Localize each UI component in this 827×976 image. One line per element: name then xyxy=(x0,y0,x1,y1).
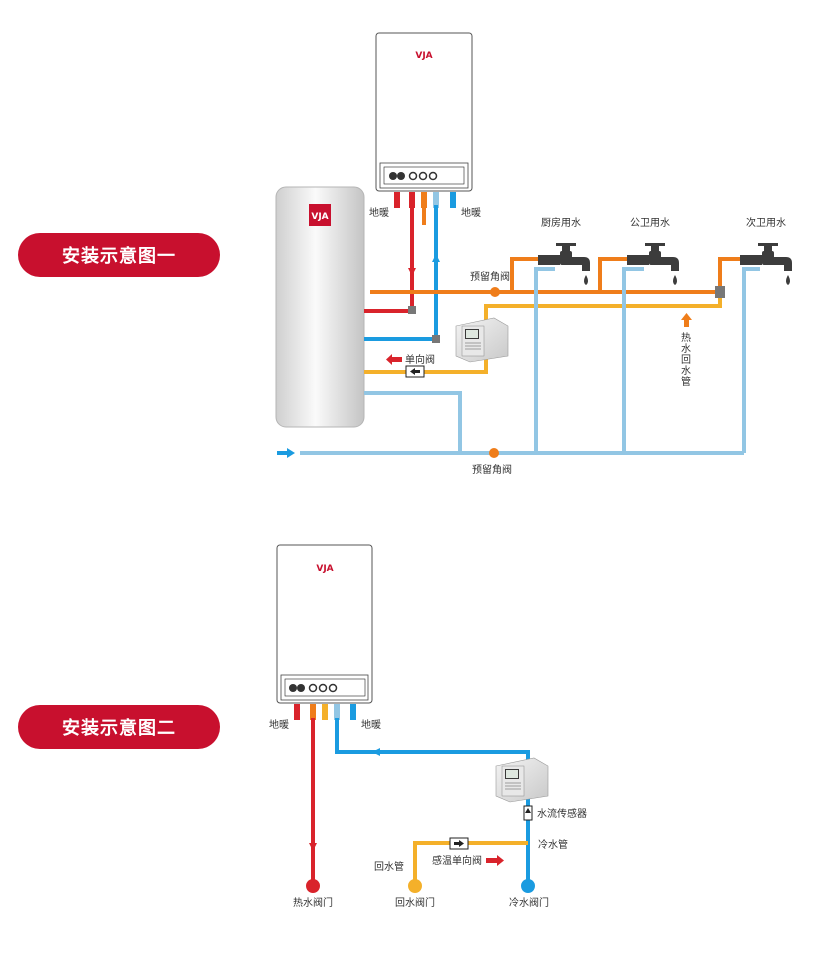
flow-sensor-label: 水流传感器 xyxy=(537,807,587,820)
cold-water-valve xyxy=(521,879,535,893)
second-bath-tap xyxy=(740,243,792,285)
angle-valve-top xyxy=(490,287,500,297)
floor-heating-label-right-1: 地暖 xyxy=(461,206,481,219)
diagram1-heading: 安装示意图一 xyxy=(18,233,220,277)
cold-water-valve-label: 冷水阀门 xyxy=(509,896,549,909)
public-bath-tap xyxy=(627,243,679,285)
tank-logo: VJA xyxy=(311,212,328,222)
boiler-unit-1 xyxy=(375,32,473,192)
hot-water-valve xyxy=(306,879,320,893)
angle-valve-label-bottom: 预留角阀 xyxy=(472,463,512,476)
circulation-controller-2 xyxy=(495,757,549,803)
return-pipe-label-2: 水 xyxy=(681,343,691,355)
boiler-logo-2: VJA xyxy=(316,564,333,574)
cold-pipe-label: 冷水管 xyxy=(538,838,568,851)
second-bath-label: 次卫用水 xyxy=(746,216,786,229)
diagram2-heading: 安装示意图二 xyxy=(18,705,220,749)
return-water-pipe-2 xyxy=(413,841,528,882)
boiler-unit-2 xyxy=(276,544,373,704)
water-tank xyxy=(275,186,365,428)
boiler-logo-1: VJA xyxy=(415,51,432,61)
return-pipe-label-3: 回 xyxy=(681,354,691,366)
return-pipe-label-1: 热 xyxy=(681,331,691,344)
check-valve-label: 单向阀 xyxy=(405,353,435,366)
kitchen-label: 厨房用水 xyxy=(541,216,581,229)
floor-heating-label-right-2: 地暖 xyxy=(361,718,381,731)
kitchen-tap xyxy=(538,243,590,285)
return-pipe-label-4: 水 xyxy=(681,365,691,377)
cold-water-inlet-arrow xyxy=(287,448,295,458)
circulation-controller-1 xyxy=(455,317,509,363)
hot-water-valve-label: 热水阀门 xyxy=(293,896,333,909)
return-water-valve-label: 回水阀门 xyxy=(395,896,435,909)
diagram1: VJA 地暖 地暖 VJA xyxy=(275,32,792,476)
return-pipe-label-2d: 回水管 xyxy=(374,860,404,873)
temp-check-valve-label: 感温单向阀 xyxy=(432,854,482,867)
floor-heating-label-left-1: 地暖 xyxy=(369,206,389,219)
cold-water-tank-inlet xyxy=(364,391,462,452)
public-bath-label: 公卫用水 xyxy=(630,217,670,229)
angle-valve-bottom xyxy=(489,448,499,458)
angle-valve-label-top: 预留角阀 xyxy=(470,270,510,283)
diagram2: VJA 地暖 地暖 热水阀门 冷水阀门 水流传感器 冷水管 回水阀门 回水管 xyxy=(269,544,587,909)
return-pipe-label-5: 管 xyxy=(681,375,691,388)
floor-heating-label-left-2: 地暖 xyxy=(269,718,289,731)
return-water-valve xyxy=(408,879,422,893)
return-water-pipe xyxy=(364,298,722,374)
